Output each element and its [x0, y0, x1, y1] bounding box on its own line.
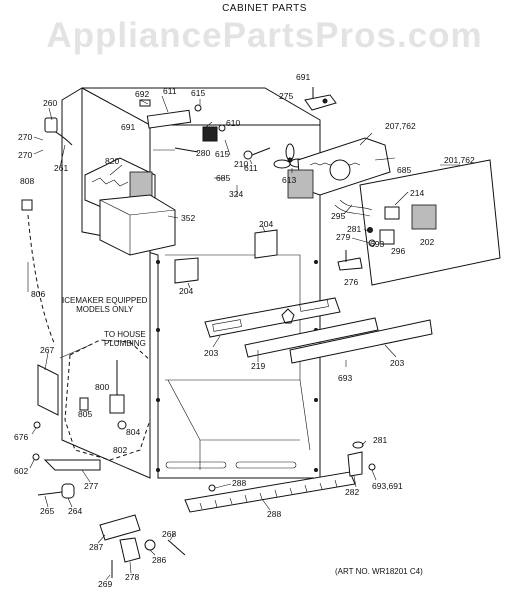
- part-label: 210: [234, 159, 249, 169]
- part-label: 281: [347, 224, 362, 234]
- part-label: 611: [163, 86, 177, 96]
- part-label: 615: [191, 88, 206, 98]
- part-label: 288: [267, 509, 282, 519]
- part-label: 691: [296, 72, 311, 82]
- part-label: 279: [336, 232, 351, 242]
- part-label: 282: [345, 487, 360, 497]
- part-label: 692: [135, 89, 150, 99]
- rail-219: [244, 317, 379, 358]
- plumbing-note: TO HOUSE PLUMBING: [104, 330, 146, 348]
- part-label: 296: [391, 246, 406, 256]
- part-label: 202: [420, 237, 435, 247]
- part-label: 295: [331, 211, 346, 221]
- part-label: 287: [89, 542, 104, 552]
- hinge-top-right: [304, 87, 337, 111]
- part-label: 260: [43, 98, 58, 108]
- part-label: 615: [215, 149, 230, 159]
- part-label: 268: [162, 529, 177, 539]
- part-label: 261: [54, 163, 69, 173]
- part-label: 685: [397, 165, 412, 175]
- part-label: 676: [14, 432, 29, 442]
- part-label: 693: [370, 239, 385, 249]
- part-label: 806: [31, 289, 46, 299]
- part-label: 288: [232, 478, 247, 488]
- top-hinge-parts: [139, 99, 307, 169]
- part-label: 278: [125, 572, 140, 582]
- part-label: 270: [18, 150, 33, 160]
- part-label: 203: [204, 348, 219, 358]
- bracket-204-left: [174, 257, 199, 284]
- diagram-title: CABINET PARTS: [222, 3, 307, 14]
- part-label: 610: [226, 118, 241, 128]
- part-label: 201,762: [444, 155, 475, 165]
- bottom-grille: [184, 471, 356, 513]
- icemaker-assembly: [21, 117, 176, 346]
- watermark-logo: AppliancePartsPros.com: [46, 16, 483, 55]
- control-housing: [287, 137, 391, 199]
- cabinet-body: [61, 87, 321, 479]
- part-label: 204: [179, 286, 194, 296]
- part-label: 269: [98, 579, 113, 589]
- part-label: 802: [113, 445, 128, 455]
- bracket-204-right: [254, 229, 278, 259]
- part-label: 820: [105, 156, 120, 166]
- icemaker-note: ICEMAKER EQUIPPED MODELS ONLY: [62, 296, 148, 314]
- rail-203-lower: [289, 319, 433, 364]
- part-label: 270: [18, 132, 33, 142]
- part-label: 691: [121, 122, 136, 132]
- part-label: 267: [40, 345, 55, 355]
- leader-lines: [27, 95, 460, 581]
- left-small-parts: [32, 364, 101, 499]
- part-label: 685: [216, 173, 231, 183]
- part-label: 203: [390, 358, 405, 368]
- part-label: 602: [14, 466, 29, 476]
- part-label: 207,762: [385, 121, 416, 131]
- part-label: 264: [68, 506, 83, 516]
- part-label: 276: [344, 277, 359, 287]
- part-label: 214: [410, 188, 425, 198]
- part-label: 275: [279, 91, 294, 101]
- part-label: 808: [20, 176, 35, 186]
- part-label: 280: [196, 148, 211, 158]
- part-label: 277: [84, 481, 99, 491]
- part-label: 805: [78, 409, 93, 419]
- part-label: 693: [338, 373, 353, 383]
- water-valve: [79, 360, 127, 430]
- art-number: (ART NO. WR18201 C4): [335, 567, 423, 576]
- part-label: 804: [126, 427, 141, 437]
- part-label: 611: [244, 163, 258, 173]
- bottom-leveling-parts: [99, 514, 186, 578]
- part-label: 204: [259, 219, 274, 229]
- part-label: 324: [229, 189, 244, 199]
- part-label: 352: [181, 213, 196, 223]
- part-label: 286: [152, 555, 167, 565]
- part-label: 219: [251, 361, 266, 371]
- control-panel: [334, 159, 501, 286]
- part-label: 613: [282, 175, 297, 185]
- part-label: 693,691: [372, 481, 403, 491]
- part-label: 265: [40, 506, 55, 516]
- bottom-hinge-right: [347, 441, 376, 477]
- part-label: 281: [373, 435, 388, 445]
- part-label: 800: [95, 382, 110, 392]
